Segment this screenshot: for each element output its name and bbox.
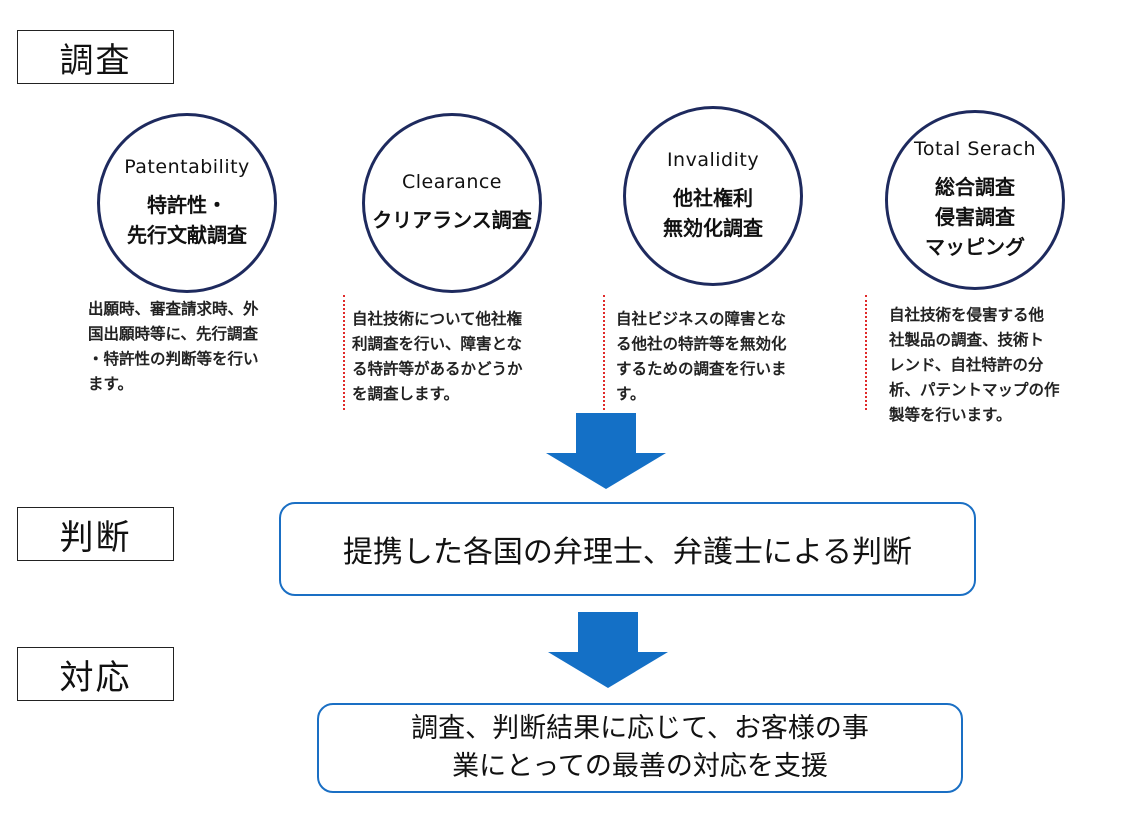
circle-clearance: Clearance クリアランス調査 [362,113,542,293]
divider-dotted [603,295,605,410]
circle-title-en: Patentability [124,156,250,178]
circle-title-jp: 他社権利 無効化調査 [663,183,763,243]
down-arrow-icon [546,413,666,489]
circle-title-en: Invalidity [667,149,759,171]
circle-title-en: Total Serach [914,138,1036,160]
desc-patentability: 出願時、審査請求時、外 国出願時等に、先行調査 ・特許性の判断等を行い ます。 [88,297,313,397]
circle-title-en: Clearance [402,171,502,193]
down-arrow-icon [548,612,668,688]
circle-patentability: Patentability 特許性・ 先行文献調査 [97,113,277,293]
circle-title-jp: クリアランス調査 [372,205,532,235]
circle-total-search: Total Serach 総合調査 侵害調査 マッピング [885,110,1065,290]
response-box: 調査、判断結果に応じて、お客様の事 業にとっての最善の対応を支援 [317,703,963,793]
desc-total-search: 自社技術を侵害する他 社製品の調査、技術ト レンド、自社特許の分 析、パテントマ… [889,303,1114,428]
circle-title-jp: 特許性・ 先行文献調査 [127,190,247,250]
divider-dotted [865,295,867,410]
stage-label-response: 対応 [17,647,174,701]
stage-label-investigation: 調査 [17,30,174,84]
circle-invalidity: Invalidity 他社権利 無効化調査 [623,106,803,286]
desc-clearance: 自社技術について他社権 利調査を行い、障害とな る特許等があるかどうか を調査し… [352,307,577,407]
divider-dotted [343,295,345,410]
desc-invalidity: 自社ビジネスの障害とな る他社の特許等を無効化 するための調査を行いま す。 [616,307,841,407]
circle-title-jp: 総合調査 侵害調査 マッピング [925,172,1025,262]
judgment-box: 提携した各国の弁理士、弁護士による判断 [279,502,976,596]
stage-label-judgment: 判断 [17,507,174,561]
